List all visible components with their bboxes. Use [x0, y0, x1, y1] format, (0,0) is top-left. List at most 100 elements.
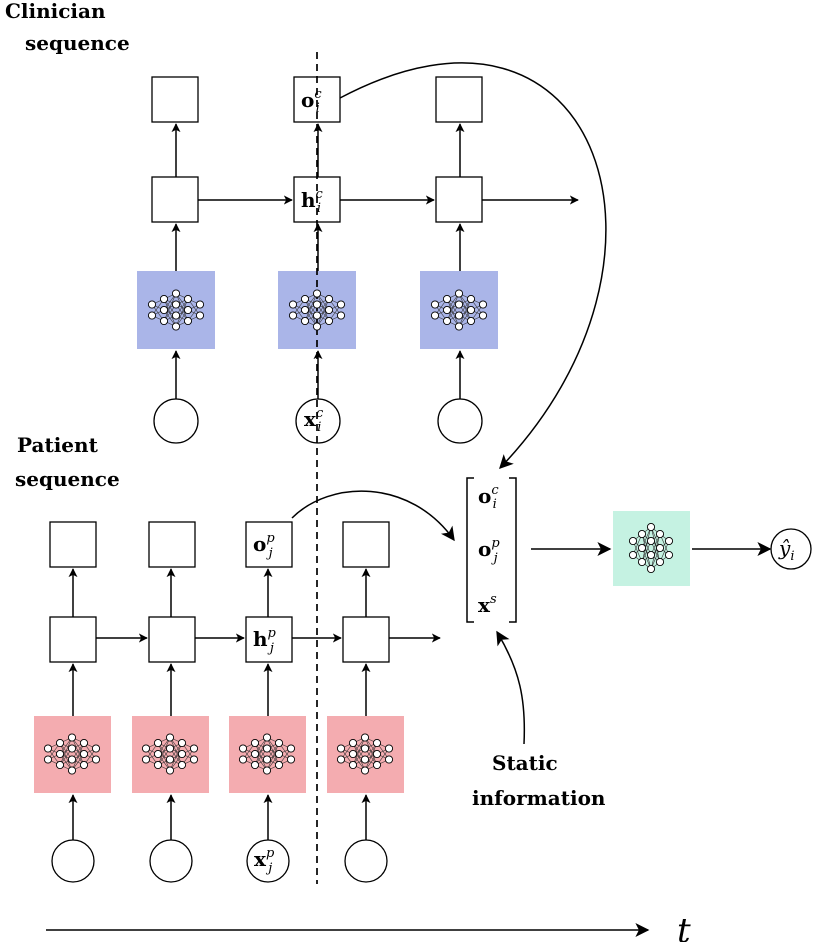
time-axis-label: t — [677, 911, 691, 942]
nn-node — [153, 738, 163, 748]
nn-node — [91, 755, 101, 764]
nn-node — [43, 744, 53, 753]
nn-node — [360, 733, 370, 742]
patient-hidden-box — [148, 616, 196, 663]
nn-node — [360, 755, 370, 764]
clinician-sequence — [137, 76, 579, 444]
nn-node — [67, 744, 77, 753]
nn-node — [250, 749, 260, 759]
nn-node — [171, 311, 181, 320]
nn-node — [442, 316, 452, 326]
nn-node — [454, 300, 464, 309]
nn-node — [147, 311, 157, 320]
subscript: i — [317, 420, 321, 435]
nn-glyph-icon — [147, 289, 205, 331]
nn-node — [165, 766, 175, 775]
nn-edge — [316, 298, 330, 327]
nn-node — [79, 760, 89, 770]
nn-node — [454, 289, 464, 298]
clinician-hidden-box — [151, 176, 199, 223]
patient-input-node — [344, 839, 388, 883]
symbol: x — [254, 847, 267, 871]
nn-node — [195, 300, 205, 309]
nn-node — [442, 294, 452, 304]
nn-node — [288, 311, 298, 320]
nn-glyph-icon — [628, 522, 674, 574]
nn-node — [324, 316, 334, 326]
nn-node — [171, 300, 181, 309]
nn-node — [238, 755, 248, 764]
nn-node — [637, 529, 647, 539]
nn-node — [286, 755, 296, 764]
nn-node — [655, 557, 665, 567]
clinician-output-box — [151, 76, 199, 123]
nn-node — [238, 744, 248, 753]
clinician-output-box — [435, 76, 483, 123]
patient-encoder-network — [327, 716, 404, 793]
nn-node — [67, 766, 77, 775]
patient-hidden-box — [49, 616, 97, 663]
superscript: p — [266, 846, 275, 861]
symbol: x — [478, 593, 491, 617]
nn-node — [655, 529, 665, 539]
nn-edge — [352, 737, 366, 766]
nn-node — [430, 300, 440, 309]
nn-edge — [169, 742, 183, 771]
left-bracket — [466, 477, 474, 623]
patient-input-node — [149, 839, 193, 883]
subscript: i — [316, 101, 320, 116]
nn-edge — [254, 737, 268, 766]
patient-hidden-box — [342, 616, 390, 663]
nn-node — [454, 322, 464, 331]
symbol: o — [478, 537, 491, 561]
nn-node — [274, 760, 284, 770]
clinician-input-node — [437, 398, 483, 444]
static-to-concat-arrow — [496, 630, 526, 745]
nn-node — [348, 760, 358, 770]
patient-sequence-label-line2: sequence — [15, 467, 120, 491]
nn-node — [664, 550, 674, 560]
nn-node — [372, 749, 382, 759]
symbol: o — [478, 484, 491, 508]
nn-node — [646, 564, 656, 574]
patient-input-node — [51, 839, 95, 883]
nn-node — [159, 294, 169, 304]
nn-node — [183, 316, 193, 326]
superscript: c — [314, 87, 322, 102]
nn-node — [348, 738, 358, 748]
nn-node — [55, 760, 65, 770]
nn-node — [360, 766, 370, 775]
nn-node — [454, 311, 464, 320]
neural-network-glyphs — [43, 289, 674, 775]
clinician-sequence-label-line2: sequence — [25, 31, 130, 55]
prediction-label: ŷi — [778, 536, 794, 564]
nn-node — [372, 760, 382, 770]
patient-sequence — [34, 521, 441, 883]
nn-node — [189, 755, 199, 764]
prediction-network — [613, 511, 690, 586]
nn-node — [288, 300, 298, 309]
nn-edge — [458, 298, 472, 327]
subscript: j — [266, 546, 273, 561]
nn-node — [147, 300, 157, 309]
nn-glyph-icon — [430, 289, 488, 331]
nn-node — [372, 738, 382, 748]
nn-node — [55, 738, 65, 748]
nn-node — [91, 744, 101, 753]
nn-node — [67, 733, 77, 742]
nn-node — [141, 744, 151, 753]
clinician-encoder-network — [137, 271, 215, 349]
nn-node — [153, 749, 163, 759]
nn-node — [159, 316, 169, 326]
patient-sequence-label-line1: Patient — [17, 433, 99, 457]
nn-edge — [304, 293, 318, 322]
nn-node — [250, 738, 260, 748]
symbol: x — [304, 407, 317, 431]
nn-edge — [446, 293, 460, 322]
subscript: j — [267, 641, 274, 656]
nn-node — [177, 749, 187, 759]
